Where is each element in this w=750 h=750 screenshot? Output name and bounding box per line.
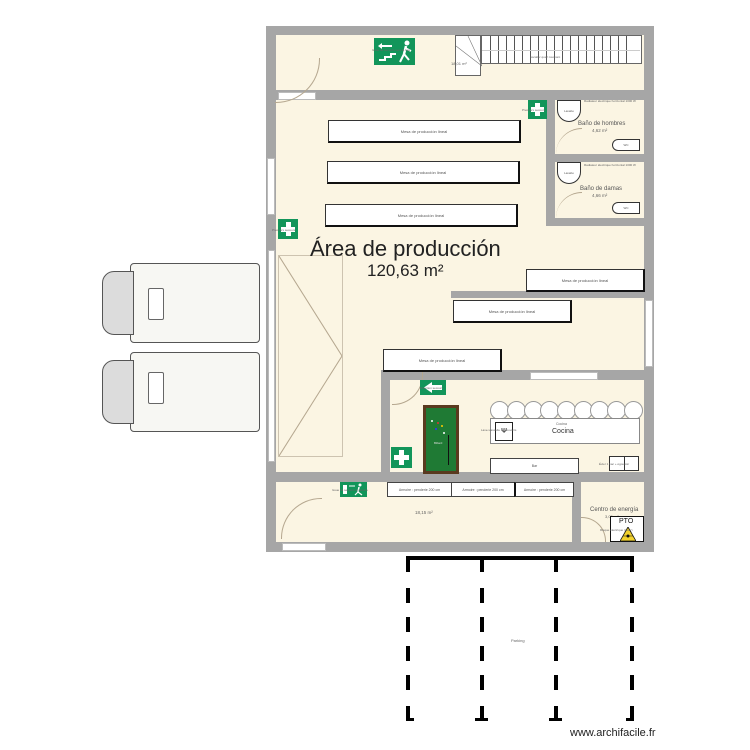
exit-sign-stairs bbox=[374, 38, 415, 65]
left-window-garage bbox=[268, 250, 275, 462]
van-1 bbox=[100, 263, 260, 343]
billiard-label: Billard bbox=[434, 441, 443, 445]
womens-lavabo[interactable]: Lavabo bbox=[557, 162, 581, 184]
van-roof-hatch bbox=[148, 288, 164, 320]
production-table-5[interactable]: Mesa de producción lineal bbox=[453, 300, 572, 323]
bar-label: Bar bbox=[531, 464, 538, 468]
kitchen-counter[interactable]: Cocina Cocina Ψ bbox=[490, 418, 640, 444]
mens-bathroom-name: Baño de hombres bbox=[578, 121, 626, 127]
garage-door[interactable] bbox=[278, 255, 343, 457]
production-table-3[interactable]: Mesa de producción lineal bbox=[325, 204, 518, 227]
production-table-6[interactable]: Mesa de producción lineal bbox=[383, 349, 502, 372]
kitchen-wall-top bbox=[381, 370, 644, 379]
van-cab bbox=[102, 271, 134, 335]
production-table-label: Mesa de producción lineal bbox=[561, 277, 609, 283]
billiard-felt bbox=[426, 408, 456, 471]
room-name-production: Área de producción bbox=[310, 236, 501, 261]
first-aid-label-top: Premiers secours bbox=[522, 108, 546, 112]
wardrobe-3[interactable]: Armoire : penderie 200 cm bbox=[514, 482, 574, 497]
dishwasher-label: Lave-vaisselle 12 couverts bbox=[481, 428, 517, 432]
staircase[interactable] bbox=[455, 35, 642, 76]
van-cab bbox=[102, 360, 134, 424]
emergency-exit-icon bbox=[343, 483, 363, 496]
production-table-label: Mesa de producción lineal bbox=[397, 212, 445, 218]
van-2 bbox=[100, 352, 260, 432]
bottom-room-area: 18,15 m² bbox=[415, 510, 433, 515]
billiard-table[interactable]: Billard bbox=[423, 405, 459, 474]
parking-area: Parking bbox=[406, 556, 634, 721]
womens-bathroom-name: Baño de damas bbox=[580, 186, 623, 192]
dishwasher[interactable]: Ψ bbox=[495, 422, 513, 441]
toilet-label: WC bbox=[623, 143, 629, 147]
arrow-left-icon bbox=[424, 382, 442, 393]
wardrobe-label: Armoire : penderie 200 cm bbox=[398, 487, 441, 492]
production-divider-wall bbox=[451, 291, 644, 298]
right-window bbox=[645, 300, 653, 367]
direction-exit-sign bbox=[420, 380, 446, 395]
sink-label: Évier 1 bac + égouttoir bbox=[599, 462, 630, 466]
dishwasher-icon: Ψ bbox=[501, 428, 507, 435]
room-area-production: 120,63 m² bbox=[367, 261, 444, 280]
lavabo-label: Lavabo bbox=[564, 109, 574, 113]
exit-sign-left bbox=[340, 482, 367, 497]
bottom-left-window bbox=[282, 543, 326, 551]
kitchen-sink[interactable] bbox=[609, 456, 639, 471]
mens-lavabo[interactable]: Lavabo bbox=[557, 100, 581, 122]
stair-direction-line bbox=[482, 50, 640, 51]
wardrobe-1[interactable]: Armoire : penderie 200 cm bbox=[387, 482, 452, 497]
exit-sign-stairs-label: Issue de secours vers le bas bbox=[372, 48, 411, 52]
womens-bathroom-area: 4,66 m² bbox=[592, 193, 608, 198]
mens-heater-label: Radiateur électrique horizontal 1000 W bbox=[584, 99, 636, 103]
direction-exit-label: Direction secours bbox=[420, 386, 444, 390]
womens-heater-label: Radiateur électrique horizontal 1000 W bbox=[584, 163, 636, 167]
watermark[interactable]: www.archifacile.fr bbox=[570, 727, 656, 739]
garage-door-swing-icon bbox=[279, 256, 342, 456]
billiard-cue bbox=[448, 435, 449, 465]
production-area-left-strip bbox=[276, 370, 381, 472]
kitchen-title: Cocina bbox=[552, 428, 574, 435]
energy-center-wall bbox=[572, 482, 581, 542]
pto-sign: PTO bbox=[610, 516, 644, 542]
bar-counter[interactable]: Bar bbox=[490, 458, 579, 474]
exit-sign-left-label: Issue de secours à gauche bbox=[332, 488, 368, 492]
kitchen-wall-left bbox=[381, 370, 390, 472]
production-table-label: Mesa de producción lineal bbox=[418, 357, 466, 363]
left-window-top bbox=[267, 158, 275, 215]
first-aid-sign-kitchen bbox=[391, 447, 412, 468]
top-corridor-area: 18,01 m² bbox=[451, 61, 467, 66]
pto-label: PTO bbox=[619, 518, 634, 525]
production-table-2[interactable]: Mesa de producción lineal bbox=[327, 161, 520, 184]
first-aid-sign-top bbox=[528, 100, 547, 119]
mens-bathroom-area: 4,62 m² bbox=[592, 128, 608, 133]
stair-label: Escalier quart tournant bbox=[530, 55, 561, 59]
production-table-label: Mesa de producción lineal bbox=[400, 128, 448, 134]
lavabo-label: Lavabo bbox=[564, 171, 574, 175]
toilet-label: WC bbox=[623, 206, 629, 210]
production-table-1[interactable]: Mesa de producción lineal bbox=[328, 120, 521, 143]
energy-center-name: Centro de energía bbox=[590, 507, 639, 513]
parking-top-line bbox=[406, 556, 634, 560]
stair-landing bbox=[455, 35, 483, 76]
wardrobe-label: Armoire : penderie 200 cm bbox=[462, 487, 504, 492]
production-table-label: Mesa de producción lineal bbox=[488, 308, 536, 314]
bathroom-wall-middle bbox=[546, 154, 644, 162]
stair-turn-icon bbox=[455, 35, 483, 67]
mens-toilet[interactable]: WC bbox=[612, 139, 640, 151]
production-table-4[interactable]: Mesa de producción lineal bbox=[526, 269, 645, 292]
kitchen-window bbox=[530, 372, 598, 380]
laser-warning-icon bbox=[620, 527, 636, 541]
warning-label: Risque électrique (laser) bbox=[600, 528, 633, 532]
womens-toilet[interactable]: WC bbox=[612, 202, 640, 214]
wardrobe-2[interactable]: Armoire : penderie 200 cm bbox=[451, 482, 515, 497]
kitchen-small-title: Cocina bbox=[556, 422, 567, 426]
van-roof-hatch bbox=[148, 372, 164, 404]
wardrobe-label: Armoire : penderie 200 cm bbox=[523, 487, 566, 492]
production-table-label: Mesa de producción lineal bbox=[399, 169, 447, 175]
parking-label: Parking bbox=[511, 638, 525, 643]
stair-flight bbox=[481, 35, 642, 64]
first-aid-label-left: Premiers secours bbox=[272, 228, 296, 232]
emergency-exit-stairs-icon bbox=[378, 40, 412, 63]
bathroom-wall-bottom bbox=[546, 218, 644, 226]
first-aid-sign-left bbox=[278, 219, 298, 239]
